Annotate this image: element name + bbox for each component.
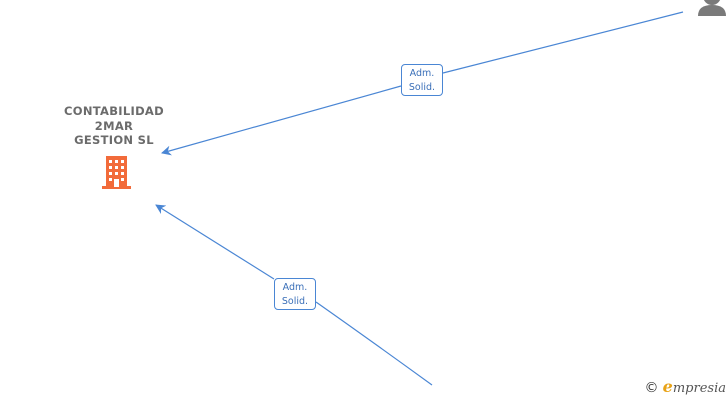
edge-label-line: Adm. <box>282 282 308 293</box>
edge-label-line: Solid. <box>408 82 436 93</box>
company-name-line: CONTABILIDAD <box>64 104 164 118</box>
company-name-line: 2MAR <box>94 118 134 133</box>
edge-label-line: Solid. <box>281 296 309 307</box>
edge-label-line: Adm. <box>409 68 435 79</box>
brand-name: mpresia <box>672 381 726 396</box>
edge-line-top <box>442 11 684 74</box>
edge-arrow-bottom <box>155 204 275 280</box>
edge-line-bottom <box>315 301 433 386</box>
brand-e: e <box>662 377 673 396</box>
company-name-line: GESTION SL <box>74 133 154 147</box>
brand-logo: © empresia <box>645 377 726 397</box>
company-name[interactable]: CONTABILIDAD 2MAR GESTION SL <box>44 104 184 148</box>
person-icon[interactable] <box>698 0 726 16</box>
edge-label-top[interactable]: Adm. Solid. <box>401 64 443 96</box>
edge-arrow-top <box>161 85 402 156</box>
edge-label-bottom[interactable]: Adm. Solid. <box>274 278 316 310</box>
copyright-symbol: © <box>644 380 659 396</box>
building-icon[interactable] <box>102 156 131 189</box>
